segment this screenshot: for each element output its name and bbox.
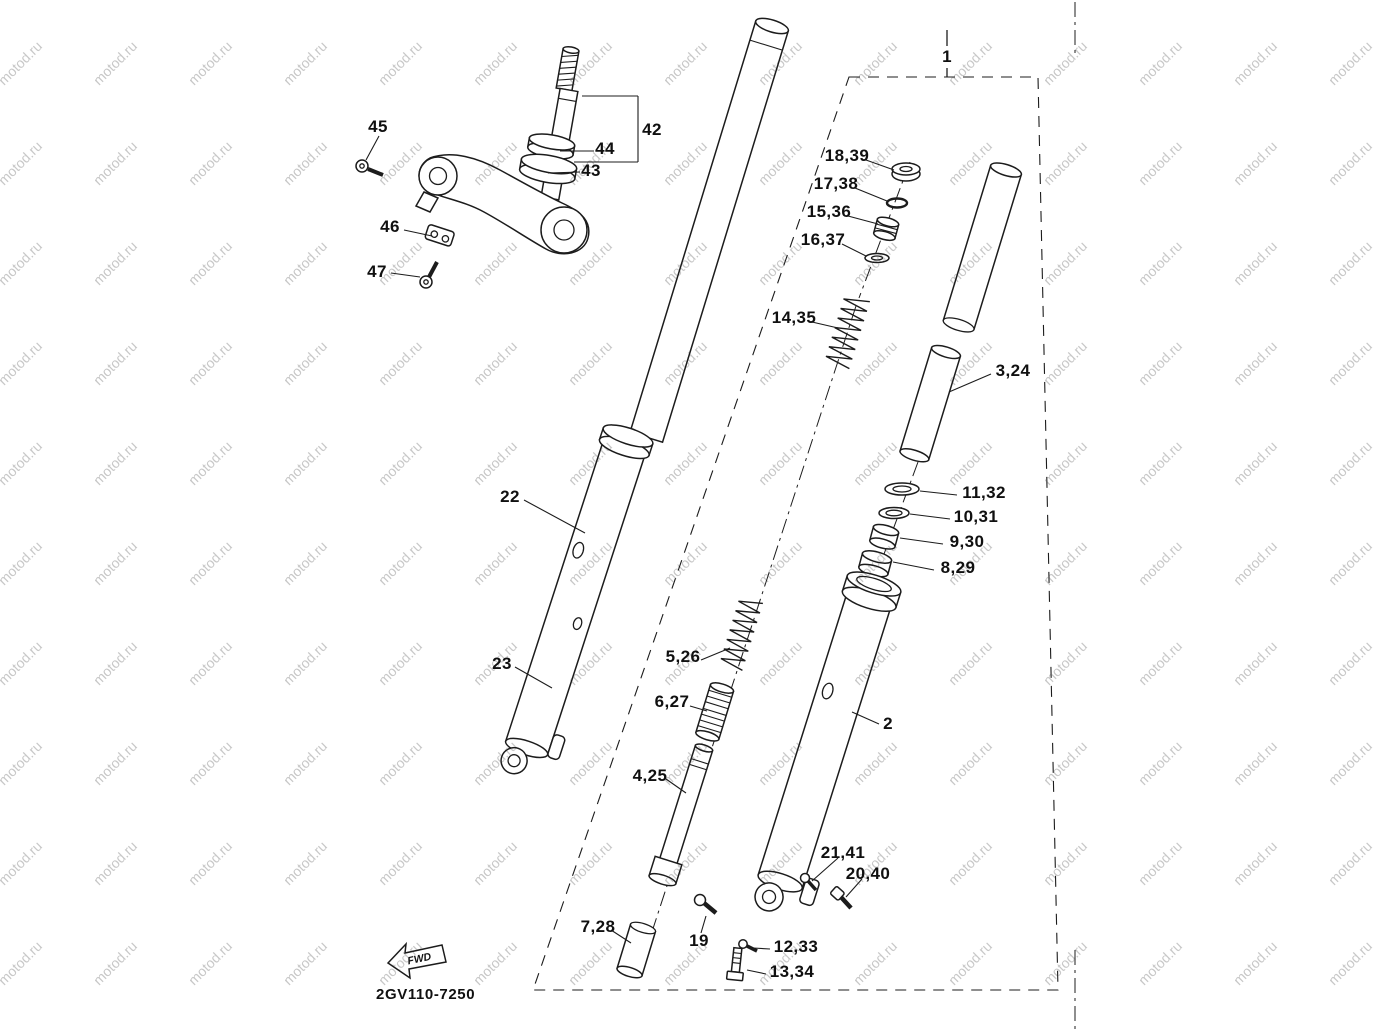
part-code: 2GV110-7250	[376, 986, 476, 1003]
